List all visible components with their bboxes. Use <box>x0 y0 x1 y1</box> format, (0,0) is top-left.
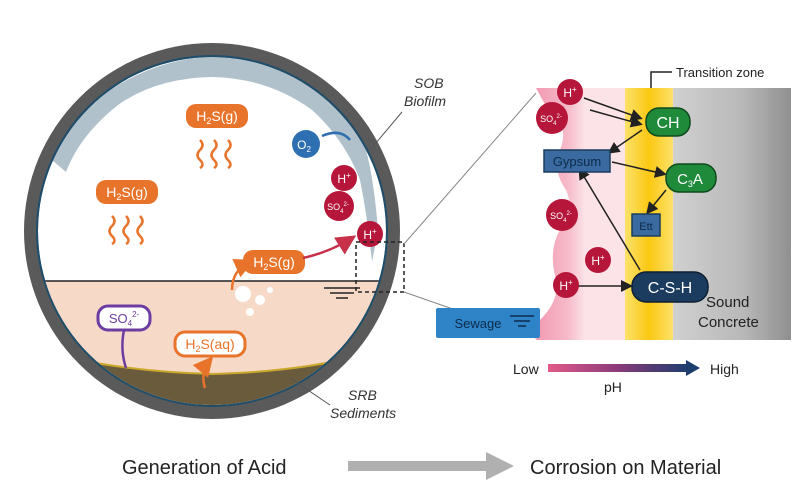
pipe-cross-section <box>24 43 400 419</box>
sound-concrete-label-2: Concrete <box>698 314 759 331</box>
zoom-region-box <box>355 241 405 293</box>
h-plus-ion-biofilm-top: H+ <box>331 165 357 191</box>
ph-arrow-head <box>686 360 700 376</box>
so4-to-sediment-line <box>121 329 128 369</box>
o2-badge: O2 <box>292 130 320 158</box>
svg-text:SO42-: SO42- <box>550 211 572 224</box>
gypsum-box: Gypsum <box>543 149 611 173</box>
ettringite-box: Ett <box>631 213 661 237</box>
footer-left-title: Generation of Acid <box>122 457 287 479</box>
so4-ion-biofilm: SO42- <box>324 191 354 221</box>
h-plus-ion-middle: H+ <box>585 247 611 273</box>
svg-text:H2S(g): H2S(g) <box>106 184 148 202</box>
h-plus-ion-top: H+ <box>557 79 583 105</box>
gas-bubbles <box>235 286 273 316</box>
svg-text:Gypsum: Gypsum <box>553 154 601 169</box>
svg-text:H+: H+ <box>563 85 577 100</box>
svg-text:H+: H+ <box>337 171 351 186</box>
svg-text:H2S(g): H2S(g) <box>253 254 295 272</box>
svg-text:CH: CH <box>656 115 679 132</box>
svg-text:H2S(g): H2S(g) <box>196 108 238 126</box>
svg-text:C-S-H: C-S-H <box>648 280 692 297</box>
sob-pointer <box>369 111 403 151</box>
arrow-sediment-to-h2s-aq <box>192 356 214 389</box>
ph-low-label: Low <box>513 361 540 377</box>
so4-ion-top: SO42- <box>536 102 568 134</box>
csh-badge: C-S-H <box>631 271 709 303</box>
h-plus-ion-low: H+ <box>553 272 579 298</box>
svg-text:H+: H+ <box>559 278 573 293</box>
svg-text:O2: O2 <box>297 138 311 154</box>
arrow-o2-to-biofilm <box>321 131 351 141</box>
so4-sediment-badge: SO42- <box>96 304 152 332</box>
h2s-gas-badge-surface: H2S(g) <box>243 250 305 274</box>
zoom-line-top <box>403 92 537 245</box>
ph-axis-label: pH <box>604 379 622 395</box>
srb-label-line1: SRB <box>348 387 377 403</box>
transition-zone-pointer <box>650 71 672 88</box>
so4-ion-middle: SO42- <box>546 199 578 231</box>
sewage-box: Sewage <box>436 308 540 338</box>
arrow-h2s-to-h <box>302 235 357 260</box>
svg-text:Sewage: Sewage <box>455 316 502 331</box>
gas-wavy-icon-left <box>108 215 144 246</box>
c3a-badge: C3A <box>665 163 717 193</box>
gas-wavy-icon-top <box>196 139 232 170</box>
sound-concrete-label-1: Sound <box>706 294 749 311</box>
h2s-gas-badge-left: H2S(g) <box>96 180 158 204</box>
svg-text:H+: H+ <box>363 227 377 242</box>
h-plus-ion-biofilm-bottom: H+ <box>357 221 383 247</box>
ch-badge: CH <box>645 107 691 137</box>
ph-gradient-bar <box>548 364 688 372</box>
svg-text:Ett: Ett <box>639 221 652 233</box>
h2s-gas-badge-top: H2S(g) <box>186 104 248 128</box>
svg-text:SO42-: SO42- <box>109 310 140 328</box>
svg-text:SO42-: SO42- <box>540 114 562 127</box>
transition-zone-label: Transition zone <box>676 65 764 80</box>
svg-text:C3A: C3A <box>677 171 703 189</box>
svg-text:H2S(aq): H2S(aq) <box>185 336 234 354</box>
sob-label-line1: SOB <box>414 75 444 91</box>
footer-flow-arrow <box>348 452 514 480</box>
reaction-arrows <box>578 97 667 292</box>
svg-text:SO42-: SO42- <box>327 202 349 215</box>
arrow-bubbles-to-h2s <box>230 258 255 291</box>
h2s-aq-badge: H2S(aq) <box>173 330 247 358</box>
water-level-icon <box>324 287 360 299</box>
srb-pointer <box>289 377 331 406</box>
svg-text:H+: H+ <box>591 253 605 268</box>
footer-right-title: Corrosion on Material <box>530 457 721 479</box>
sob-label-line2: Biofilm <box>404 93 446 109</box>
srb-label-line2: Sediments <box>330 405 396 421</box>
ph-high-label: High <box>710 361 739 377</box>
